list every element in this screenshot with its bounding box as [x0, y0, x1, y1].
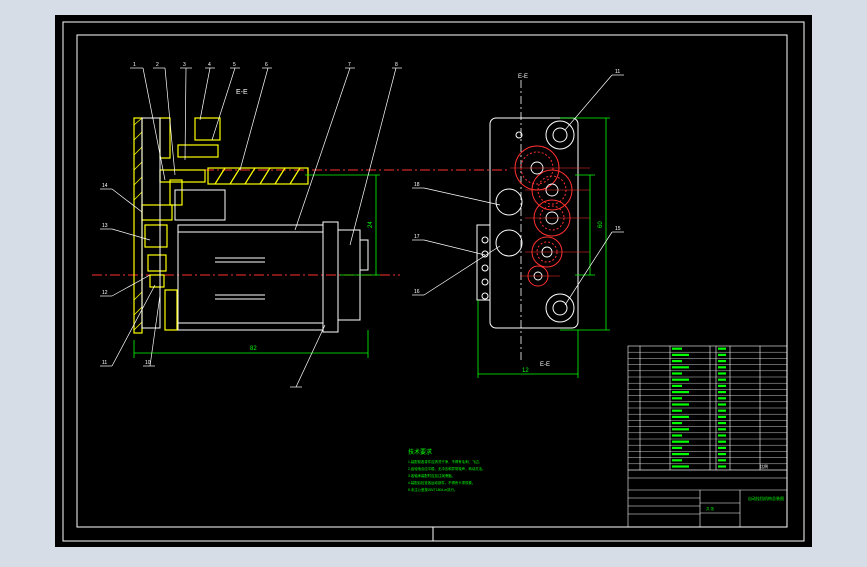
parts-row-material [718, 397, 726, 400]
title-block-sheet-label: 共 张 [706, 506, 714, 511]
parts-row-entry [672, 422, 682, 425]
balloon-3: 3 [183, 62, 186, 68]
tech-line-3: 3.各轴承装配时应加注润滑脂。 [408, 473, 455, 478]
parts-row-material [718, 366, 726, 369]
parts-row-material [718, 428, 726, 431]
parts-row-material [718, 403, 726, 406]
dim-gear-height: 60 [598, 221, 604, 228]
parts-row-material [718, 465, 726, 468]
balloon-right-17: 17 [414, 234, 420, 240]
balloon-left-14: 14 [102, 183, 108, 189]
dim-height-right: 24 [368, 221, 374, 228]
section-view: 82 24 1 2 3 4 5 6 7 8 14 13 12 [92, 62, 510, 388]
parts-row-material [718, 347, 726, 350]
parts-row-material [718, 446, 726, 449]
dim-gear-width: 12 [522, 368, 529, 374]
inner-border [76, 34, 788, 528]
tech-title: 技术要求 [408, 448, 432, 456]
balloon-right-11: 11 [615, 69, 620, 75]
gear-housing [476, 117, 579, 329]
balloon-left-10: 10 [145, 360, 151, 366]
balloon-1: 1 [133, 62, 136, 68]
parts-row-entry [672, 440, 689, 443]
dimensions-right [477, 117, 610, 378]
parts-row-entry [672, 366, 689, 369]
leader-lines [100, 67, 402, 388]
parts-row-material [718, 353, 726, 356]
section-label: E-E [236, 89, 248, 96]
parts-row-entry [672, 446, 682, 449]
title-block-scale-label: 比例 [760, 463, 768, 469]
parts-row-entry [672, 384, 682, 387]
parts-list-entries [672, 347, 726, 468]
parts-row-material [718, 453, 726, 456]
shift-fork-lower [141, 204, 178, 331]
tech-line-5: 5.未注公差按GB/T1804-m执行。 [408, 487, 457, 492]
parts-row-entry [672, 403, 689, 406]
gear-centerlines [510, 167, 590, 277]
balloon-left-12: 12 [102, 290, 108, 296]
parts-row-entry [672, 428, 689, 431]
balloon-right-18: 18 [414, 182, 420, 188]
tech-line-2: 2.齿轮啮合应平稳，无冲击和异常噪声，转动灵活。 [408, 466, 485, 471]
housing-outline [141, 117, 369, 333]
balloon-7: 7 [348, 62, 351, 68]
title-block [628, 469, 787, 527]
parts-row-entry [672, 459, 682, 462]
parts-row-entry [672, 453, 689, 456]
model-space [55, 15, 812, 547]
balloon-8: 8 [395, 62, 398, 68]
parts-row-material [718, 434, 726, 437]
parts-row-material [718, 378, 726, 381]
parts-row-material [718, 360, 726, 363]
parts-row-entry [672, 360, 682, 363]
parts-row-material [718, 415, 726, 418]
tech-line-1: 1.装配前各零件应清洗干净，不得有毛刺、飞边。 [408, 459, 482, 464]
parts-row-entry [672, 372, 682, 375]
parts-row-entry [672, 347, 682, 350]
parts-row-material [718, 459, 726, 462]
balloon-5: 5 [233, 62, 236, 68]
parts-row-material [718, 391, 726, 394]
leader-lines-right [412, 74, 624, 306]
parts-row-entry [672, 391, 689, 394]
parts-row-entry [672, 397, 682, 400]
parts-row-material [718, 422, 726, 425]
parts-row-entry [672, 378, 689, 381]
parts-row-entry [672, 434, 682, 437]
parts-row-entry [672, 415, 689, 418]
parts-row-material [718, 372, 726, 375]
section-mark-bottom: E-E [540, 362, 550, 368]
balloon-4: 4 [208, 62, 211, 68]
balloon-6: 6 [265, 62, 268, 68]
balloon-left-11: 11 [102, 360, 107, 366]
parts-row-material [718, 409, 726, 412]
parts-list-rows [628, 352, 787, 471]
parts-row-material [718, 384, 726, 387]
section-mark-top: E-E [518, 74, 528, 80]
dimensions-left [133, 174, 380, 358]
balloon-2: 2 [156, 62, 159, 68]
balloon-left-13: 13 [102, 223, 108, 229]
technical-requirements: 技术要求 1.装配前各零件应清洗干净，不得有毛刺、飞边。 2.齿轮啮合应平稳，无… [408, 448, 485, 492]
parts-row-entry [672, 409, 682, 412]
parts-row-entry [672, 353, 689, 356]
tech-line-4: 4.装配后检查各运动部件，不得有卡滞现象。 [408, 480, 475, 485]
balloon-right-16: 16 [414, 289, 420, 295]
balloon-right-15: 15 [615, 226, 621, 232]
gear-view: E-E [412, 69, 624, 378]
title-block-drawing-name: 自动挂挡机构总装图 [748, 495, 784, 501]
parts-row-entry [672, 465, 689, 468]
dim-overall-width: 82 [250, 346, 257, 352]
parts-row-material [718, 440, 726, 443]
